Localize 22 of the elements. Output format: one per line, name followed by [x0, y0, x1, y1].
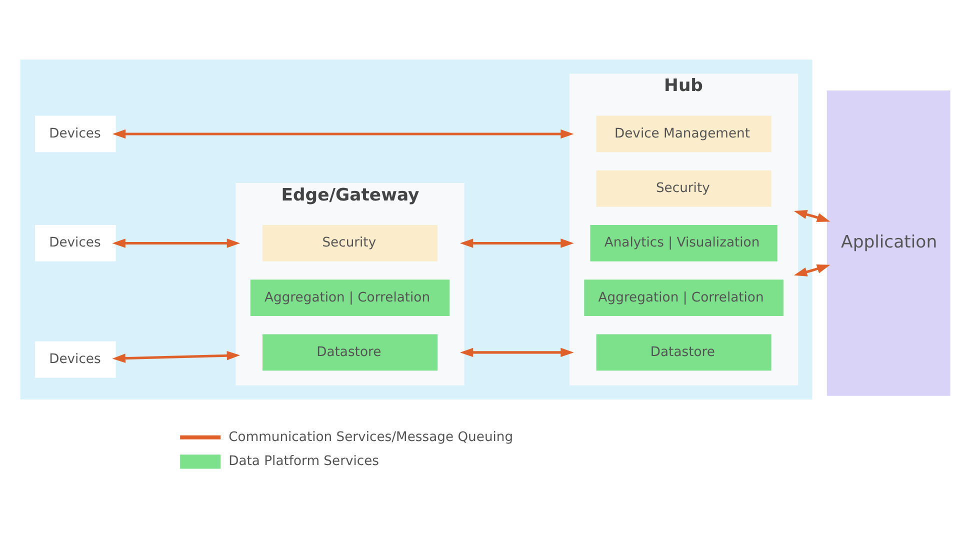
- node-box: Datastore: [596, 334, 772, 370]
- node-box: Devices: [34, 224, 116, 261]
- arrow: [112, 350, 240, 362]
- node-box: Analytics | Visualization: [590, 224, 778, 261]
- node-box: Aggregation | Correlation: [584, 279, 784, 316]
- node-box: Security: [262, 224, 438, 261]
- arrow: [112, 128, 574, 138]
- legend-label: Communication Services/Message Queuing: [228, 429, 514, 444]
- cluster: [20, 59, 812, 399]
- arrow: [460, 238, 574, 248]
- arrow: [112, 238, 240, 248]
- node-box: Devices: [34, 340, 116, 378]
- node-box: Devices: [34, 115, 116, 152]
- node-box: Aggregation | Correlation: [250, 279, 450, 316]
- node-box: Datastore: [262, 334, 438, 370]
- node-box: Device Management: [596, 115, 772, 152]
- legend-label: Data Platform Services: [228, 454, 380, 469]
- arrow: [460, 347, 574, 357]
- arrow: [794, 210, 830, 222]
- arrow: [794, 264, 830, 276]
- node-box: Application: [826, 90, 950, 396]
- node-box: Security: [596, 170, 772, 206]
